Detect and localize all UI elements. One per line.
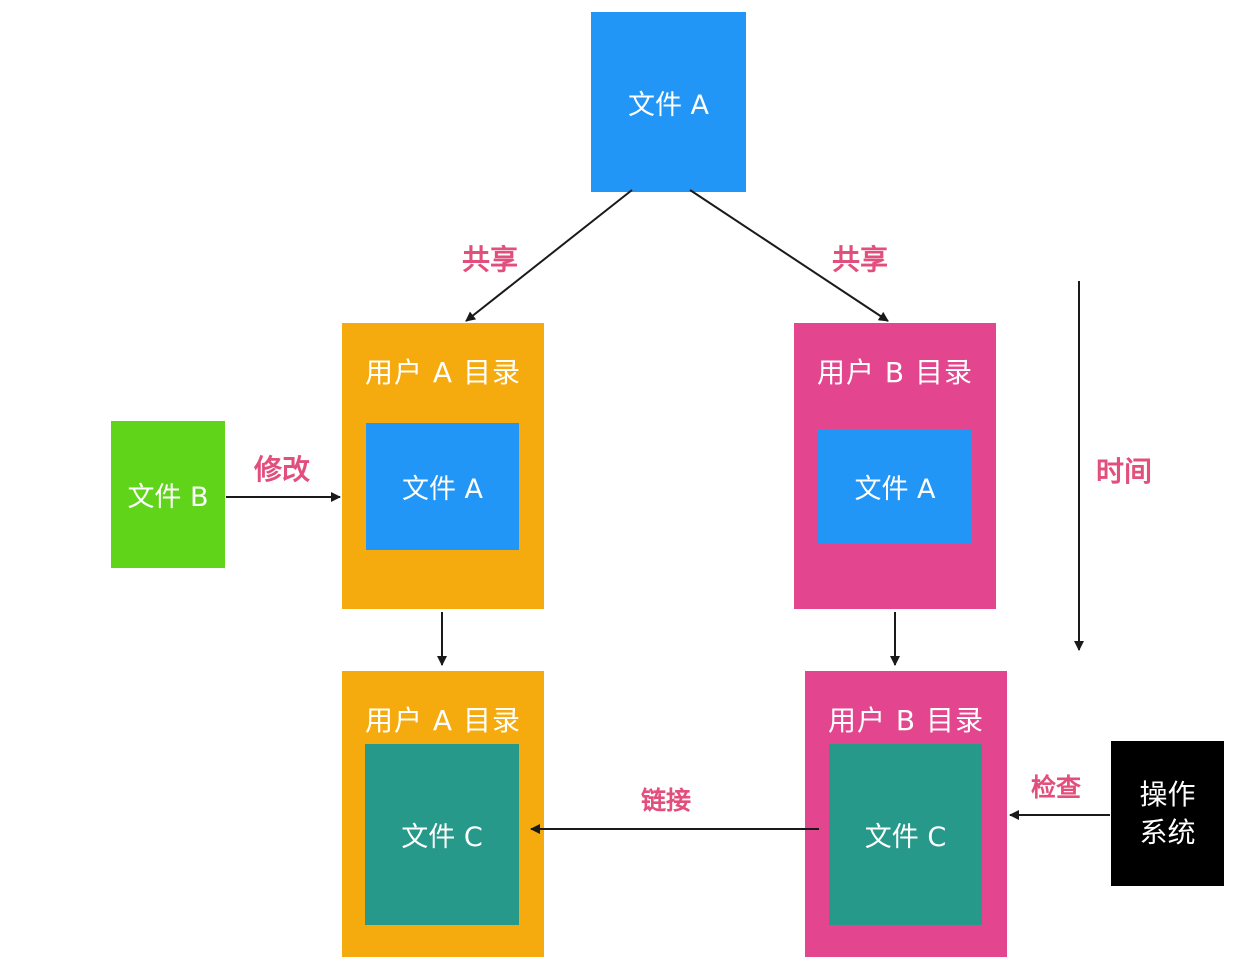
operating-system-label-line2: 系统 xyxy=(1139,815,1196,849)
share-arrow-left xyxy=(465,189,633,322)
user-b-directory-2-title: 用户 B 目录 xyxy=(827,704,984,737)
share-arrow-right xyxy=(689,189,889,322)
user-b-file-c-node: 文件 C xyxy=(829,744,982,925)
top-file-a-label: 文件 A xyxy=(627,89,710,121)
user-a-directory-1: 用户 A 目录 文件 A xyxy=(342,323,544,609)
top-file-a-node: 文件 A xyxy=(591,12,746,192)
operating-system-label-line1: 操作 xyxy=(1139,777,1196,811)
user-a-file-c-node: 文件 C xyxy=(365,744,519,925)
user-a-directory-2-title: 用户 A 目录 xyxy=(365,704,521,737)
time-label: 时间 xyxy=(1096,455,1153,488)
user-a-directory-2: 用户 A 目录 文件 C xyxy=(342,671,544,957)
modify-label: 修改 xyxy=(254,453,311,486)
operating-system-node: 操作 系统 xyxy=(1111,741,1224,886)
user-b-file-a-node: 文件 A xyxy=(818,429,972,544)
file-b-node: 文件 B xyxy=(111,421,225,568)
share-label-left: 共享 xyxy=(462,243,519,276)
user-a-directory-1-title: 用户 A 目录 xyxy=(365,356,521,389)
check-label: 检查 xyxy=(1031,773,1082,802)
share-label-right: 共享 xyxy=(832,243,889,276)
link-label: 链接 xyxy=(641,786,692,815)
user-a-file-a-label: 文件 A xyxy=(401,474,484,505)
user-b-file-a-label: 文件 A xyxy=(854,474,936,505)
user-a-file-a-node: 文件 A xyxy=(366,423,519,550)
user-b-directory-2: 用户 B 目录 文件 C xyxy=(805,671,1007,957)
user-b-directory-1: 用户 B 目录 文件 A xyxy=(794,323,996,609)
user-b-directory-1-title: 用户 B 目录 xyxy=(816,356,973,389)
file-b-label: 文件 B xyxy=(127,482,209,513)
user-a-file-c-label: 文件 C xyxy=(401,822,483,853)
user-b-file-c-label: 文件 C xyxy=(864,822,947,853)
